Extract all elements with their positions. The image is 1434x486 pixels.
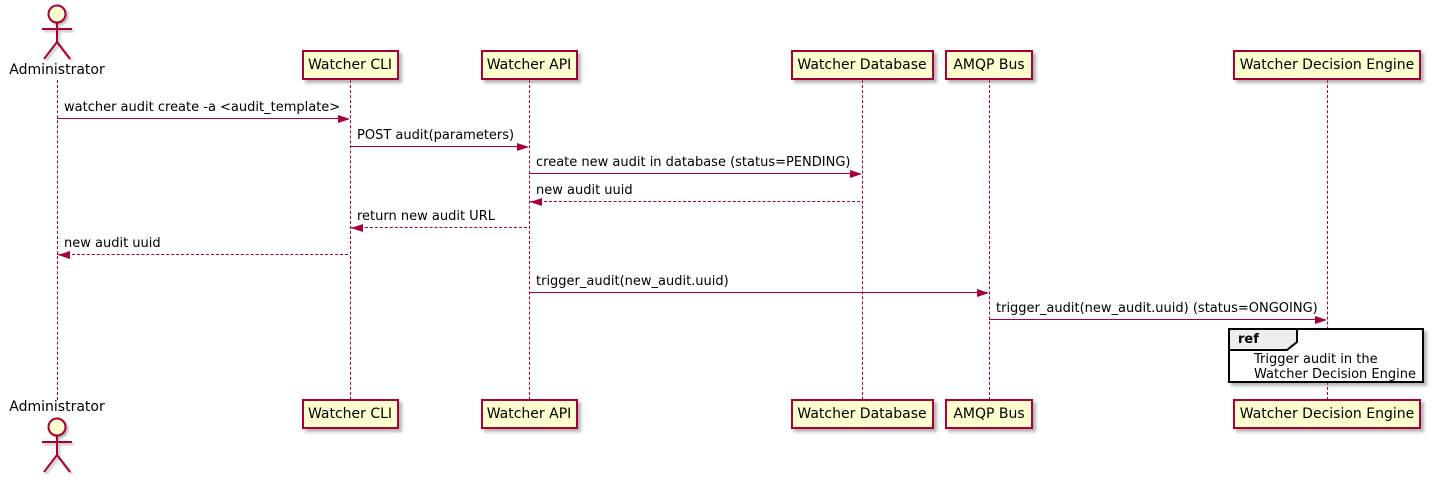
message-line-2 [350,146,527,147]
message-label-5: return new audit URL [357,209,495,224]
message-arrowhead-5 [351,223,363,232]
message-arrowhead-6 [58,250,70,259]
actor-label-top-administrator: Administrator [9,62,105,78]
lifeline-watcher-api [529,80,530,400]
participant-top-watcher-api: Watcher API [480,50,578,80]
message-arrowhead-3 [850,169,862,178]
lifeline-watcher-decision-engine [1327,80,1328,400]
message-line-4 [529,201,860,202]
message-arrowhead-7 [977,288,989,297]
message-label-7: trigger_audit(new_audit.uuid) [536,274,729,289]
message-line-1 [57,118,348,119]
lifeline-watcher-cli [350,80,351,400]
message-label-1: watcher audit create -a <audit_template> [64,100,341,115]
message-line-6 [57,254,348,255]
message-line-3 [529,173,860,174]
ref-pentagon [1228,328,1300,356]
actor-label-bottom-administrator: Administrator [9,399,105,415]
lifeline-watcher-database [862,80,863,400]
participant-bottom-amqp-bus: AMQP Bus [945,399,1033,429]
ref-keyword: ref [1238,332,1259,347]
participant-bottom-watcher-cli: Watcher CLI [301,399,399,429]
message-arrowhead-8 [1315,315,1327,324]
actor-figure-top-administrator [35,4,79,62]
stick-figure-icon [42,417,72,473]
message-line-8 [989,319,1325,320]
ref-text-line: Trigger audit in the [1254,352,1378,367]
participant-top-watcher-cli: Watcher CLI [301,50,399,80]
ref-text-line: Watcher Decision Engine [1254,367,1416,382]
participant-bottom-watcher-api: Watcher API [480,399,578,429]
message-label-4: new audit uuid [536,183,633,198]
lifeline-amqp-bus [989,80,990,400]
message-label-6: new audit uuid [64,236,161,251]
participant-bottom-watcher-database: Watcher Database [790,399,934,429]
message-line-5 [350,227,527,228]
participant-bottom-watcher-decision-engine: Watcher Decision Engine [1233,399,1421,429]
message-arrowhead-4 [530,197,542,206]
message-arrowhead-1 [338,114,350,123]
message-arrowhead-2 [517,142,529,151]
message-label-8: trigger_audit(new_audit.uuid) (status=ON… [996,301,1318,316]
stick-figure-icon [42,4,72,60]
participant-top-amqp-bus: AMQP Bus [945,50,1033,80]
actor-figure-bottom-administrator [35,417,79,475]
participant-top-watcher-database: Watcher Database [790,50,934,80]
participant-top-watcher-decision-engine: Watcher Decision Engine [1233,50,1421,80]
message-label-2: POST audit(parameters) [357,128,515,143]
lifeline-administrator [57,80,58,400]
message-label-3: create new audit in database (status=PEN… [536,155,851,170]
message-line-7 [529,292,987,293]
